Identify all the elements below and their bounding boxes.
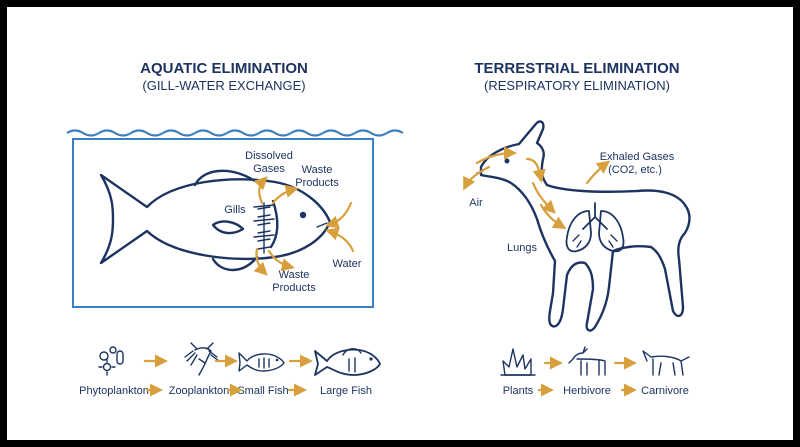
- exhaled-label-2: (CO2, etc.): [608, 164, 662, 176]
- herbivore-icon: [568, 346, 606, 376]
- chain-label-zooplankton: Zooplankton: [169, 385, 230, 397]
- lungs-label: Lungs: [507, 242, 537, 254]
- terrestrial-chain-labels: Plants Herbivore Carnivore: [503, 383, 689, 397]
- zooplankton-icon: [184, 342, 220, 376]
- lungs-icon: [565, 202, 625, 253]
- terrestrial-subtitle: (RESPIRATORY ELIMINATION): [484, 78, 670, 93]
- chain-label-plants: Plants: [503, 385, 534, 397]
- gills-icon: [253, 202, 275, 254]
- plankton-icon: [98, 346, 124, 376]
- small-fish-icon: [238, 352, 285, 372]
- waste-top-label-1: Waste: [302, 164, 333, 176]
- aquatic-chain-labels: Phytoplankton Zooplankton Small Fish Lar…: [79, 383, 372, 397]
- waste-bottom-label-1: Waste: [279, 269, 310, 281]
- chain-label-large-fish: Large Fish: [320, 385, 372, 397]
- chain-label-herbivore: Herbivore: [563, 385, 611, 397]
- large-fish-icon: [314, 348, 381, 376]
- water-label: Water: [333, 258, 362, 270]
- dissolved-label-1: Dissolved: [245, 150, 293, 162]
- grass-icon: [500, 348, 536, 376]
- exhaled-label-1: Exhaled Gases: [600, 151, 675, 163]
- water-tank: [72, 138, 374, 308]
- diagram-canvas: AQUATIC ELIMINATION (GILL-WATER EXCHANGE…: [7, 7, 793, 440]
- chain-label-carnivore: Carnivore: [641, 385, 689, 397]
- aquatic-title: AQUATIC ELIMINATION: [140, 60, 308, 77]
- diagram-svg: AQUATIC ELIMINATION (GILL-WATER EXCHANGE…: [66, 60, 691, 397]
- fish-flow-arrows: [253, 176, 355, 276]
- wolf-icon: [642, 350, 690, 376]
- chain-label-phytoplankton: Phytoplankton: [79, 385, 149, 397]
- waste-bottom-label-2: Products: [272, 282, 316, 294]
- water-surface-wave: [66, 129, 404, 137]
- terrestrial-title: TERRESTRIAL ELIMINATION: [474, 60, 679, 77]
- dissolved-label-2: Gases: [253, 163, 285, 175]
- gills-label: Gills: [224, 204, 246, 216]
- aquatic-subtitle: (GILL-WATER EXCHANGE): [142, 78, 305, 93]
- waste-top-label-2: Products: [295, 177, 339, 189]
- air-label: Air: [469, 197, 483, 209]
- chain-label-small-fish: Small Fish: [237, 385, 288, 397]
- air-flow-arrows: [463, 146, 611, 230]
